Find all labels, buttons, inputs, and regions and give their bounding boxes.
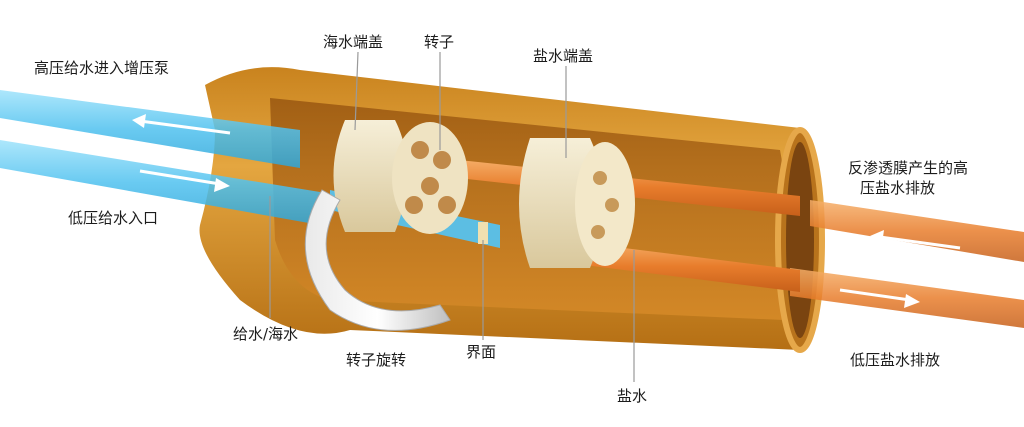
brine-hole-1 — [593, 171, 607, 185]
flow-arrow-inbound — [879, 235, 961, 250]
flow-arrow-right — [139, 169, 221, 186]
interface-marker — [478, 222, 488, 244]
brine-endcap-face — [575, 142, 635, 266]
leader-lines — [269, 51, 635, 382]
leader-seawater-endcap — [354, 51, 359, 131]
label-hp-feed-in: 高压给水进入增压泵 — [34, 59, 170, 77]
label-rotor-rotation: 转子旋转 — [346, 351, 407, 369]
flow-arrow-outbound — [839, 288, 911, 302]
rotor-hole-2 — [433, 151, 451, 169]
rotor-hole-1 — [411, 141, 429, 159]
rotor-hole-3 — [421, 177, 439, 195]
rotation-band — [304, 189, 451, 331]
label-lp-feed-in: 低压给水入口 — [68, 209, 159, 227]
brine-hole-2 — [605, 198, 619, 212]
label-rotor: 转子 — [424, 33, 455, 51]
flow-arrow-right-head — [214, 178, 230, 192]
label-hp-brine-line1: 反渗透膜产生的高 — [848, 159, 969, 177]
rotor-hole-4 — [405, 196, 423, 214]
label-interface: 界面 — [466, 343, 497, 361]
rotation-band-loop — [304, 189, 451, 331]
blue-pipe-top — [0, 90, 300, 168]
brine-hole-3 — [591, 225, 605, 239]
label-hp-brine-line2: 压盐水排放 — [860, 179, 936, 197]
flow-arrow-left-head — [132, 114, 146, 128]
blue-pipe-bottom — [0, 140, 320, 225]
label-lp-brine-out: 低压盐水排放 — [850, 351, 941, 369]
label-hp-brine: 反渗透膜产生的高 压盐水排放 — [848, 158, 998, 198]
orange-pipe-top — [810, 200, 1024, 262]
flow-arrow-outbound-head — [904, 294, 920, 308]
housing-right-bore — [786, 142, 814, 338]
label-seawater-endcap: 海水端盖 — [323, 33, 384, 51]
label-brine-endcap: 盐水端盖 — [533, 47, 594, 65]
label-feed-seawater: 给水/海水 — [233, 325, 299, 343]
label-brine: 盐水 — [617, 387, 648, 405]
rotor-assembly — [333, 120, 635, 268]
flow-arrow-left — [139, 119, 231, 135]
flow-arrow-inbound-head — [870, 230, 884, 244]
seawater-endcap — [333, 120, 408, 232]
rotor-hole-5 — [438, 196, 456, 214]
